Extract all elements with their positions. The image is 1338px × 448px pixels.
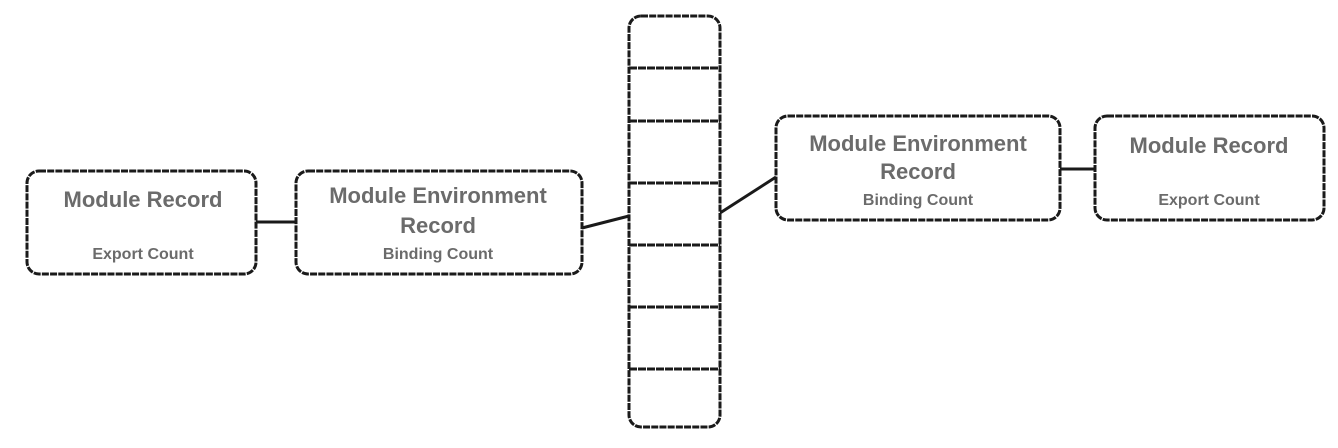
left-env-record-subtitle: Binding Count (383, 246, 494, 263)
binding-array-box (627, 14, 722, 429)
right-module-record-title: Module Record (1130, 133, 1289, 158)
right-env-record-box (774, 114, 1062, 222)
right-module-record-box (1093, 114, 1326, 222)
connector-array-to-right-env (719, 175, 777, 215)
right-env-record-subtitle: Binding Count (863, 192, 974, 209)
right-module-record: Module Record Export Count (1093, 114, 1326, 222)
right-env-record-title-line1: Module Environment (809, 131, 1027, 156)
binding-array (627, 14, 722, 429)
left-module-record-title: Module Record (64, 187, 223, 212)
right-env-record-title-line2: Record (880, 159, 956, 184)
left-env-record: Module Environment Record Binding Count (294, 169, 584, 276)
left-env-record-title-line1: Module Environment (329, 183, 547, 208)
left-module-record-subtitle: Export Count (92, 246, 194, 263)
left-env-record-box (294, 169, 584, 276)
right-env-record: Module Environment Record Binding Count (774, 114, 1062, 222)
right-module-record-subtitle: Export Count (1158, 192, 1260, 209)
left-module-record-box (25, 169, 258, 276)
left-env-record-title-line2: Record (400, 213, 476, 238)
left-module-record: Module Record Export Count (25, 169, 258, 276)
connector-left-env-to-array (581, 214, 630, 230)
